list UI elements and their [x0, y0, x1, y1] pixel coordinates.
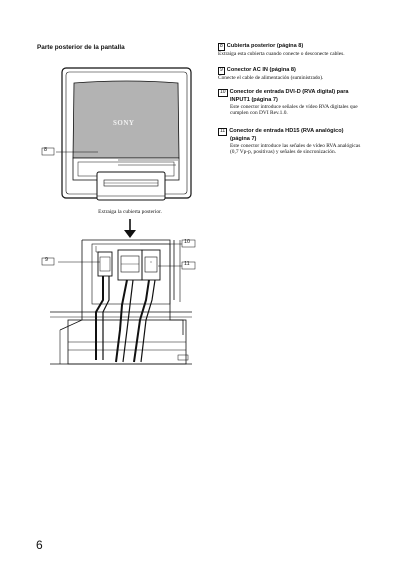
- callout-10: 10: [184, 239, 190, 245]
- item-desc: (0,7 Vp-p, positivas) y señales de sincr…: [230, 149, 337, 156]
- page-number: 6: [36, 538, 43, 552]
- callout-8: 8: [44, 147, 47, 153]
- item-number: 9: [218, 67, 225, 75]
- item-desc: Este conector introduce las señales de v…: [230, 142, 361, 149]
- item-desc: Conecte el cable de alimentación (sumini…: [218, 74, 324, 81]
- item-title-cont: INPUT1 (página 7): [230, 96, 278, 103]
- item-title-cont: (página 7): [230, 135, 257, 142]
- figure-caption: Extraiga la cubierta posterior.: [98, 209, 162, 215]
- item-desc: Extraiga esta cubierta cuando conecte o …: [218, 50, 345, 57]
- item-number: 11: [218, 128, 228, 136]
- item-title: Conector de entrada HD15 (RVA analógico): [229, 128, 344, 134]
- callout-9: 9: [45, 257, 48, 263]
- item-title: Cubierta posterior (página 8): [226, 43, 304, 49]
- item-number: 10: [218, 89, 228, 97]
- section-title: Parte posterior de la pantalla: [37, 44, 125, 51]
- callout-11: 11: [184, 261, 190, 267]
- sony-logo: SONY: [113, 119, 135, 127]
- item-number: 8: [218, 43, 225, 51]
- item-desc: Este conector introduce señales de vídeo…: [230, 103, 358, 110]
- item-desc: cumplen con DVI Rev.1.0.: [230, 110, 288, 117]
- item-title: Conector de entrada DVI-D (RVA digital) …: [229, 89, 349, 95]
- item-title: Conector AC IN (página 8): [226, 67, 296, 73]
